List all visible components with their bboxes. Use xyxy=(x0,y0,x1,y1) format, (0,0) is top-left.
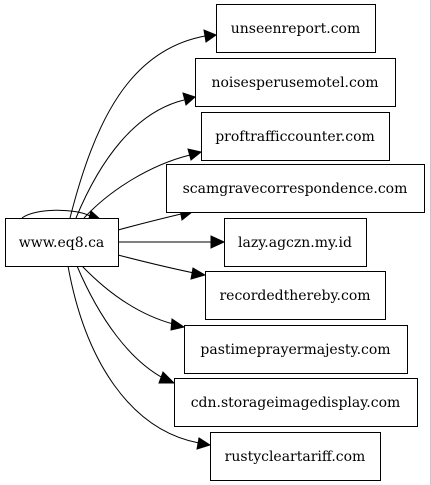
node-box xyxy=(195,58,396,107)
edge-src-to-t3 xyxy=(83,148,203,219)
edge-src-to-t7 xyxy=(81,265,186,331)
node-label: recordedthereby.com xyxy=(219,288,370,304)
node-box xyxy=(184,325,408,374)
arrowhead-icon xyxy=(210,235,226,249)
edge-line xyxy=(21,209,91,219)
edge-src-to-t8 xyxy=(76,265,176,384)
node-label: scamgravecorrespondence.com xyxy=(183,181,408,197)
arrowhead-icon xyxy=(203,29,218,43)
target-node: lazy.agczn.my.id xyxy=(224,218,367,267)
source-node: www.eq8.ca xyxy=(5,218,119,267)
edge-line xyxy=(75,99,185,219)
node-box xyxy=(216,4,376,53)
node-box xyxy=(201,112,390,161)
node-box xyxy=(224,218,367,267)
arrowhead-icon xyxy=(170,318,186,331)
edge-src-to-t1 xyxy=(69,29,218,219)
target-node: unseenreport.com xyxy=(216,4,376,53)
edge-src-to-t2 xyxy=(75,92,196,219)
edge-src-to-t5 xyxy=(118,235,226,249)
edge-line xyxy=(83,154,191,219)
node-label: lazy.agczn.my.id xyxy=(238,235,352,251)
node-label: proftrafficcounter.com xyxy=(215,129,375,145)
node-label: rustycleartariff.com xyxy=(225,449,366,465)
edge-line xyxy=(117,254,195,274)
node-box xyxy=(210,432,381,481)
edge-src-to-t6 xyxy=(117,254,207,280)
edge-line xyxy=(69,35,206,219)
edge-line xyxy=(117,213,182,231)
node-box xyxy=(166,164,425,213)
target-node: pastimeprayermajesty.com xyxy=(184,325,408,374)
node-box xyxy=(205,271,386,320)
arrowhead-icon xyxy=(187,148,203,161)
target-node: proftrafficcounter.com xyxy=(201,112,390,161)
target-node: recordedthereby.com xyxy=(205,271,386,320)
target-node: scamgravecorrespondence.com xyxy=(166,164,425,213)
node-label: noisesperusemotel.com xyxy=(211,75,378,91)
node-label: www.eq8.ca xyxy=(19,235,105,251)
edge-line xyxy=(67,265,200,444)
node-box xyxy=(5,218,119,267)
arrowhead-icon xyxy=(182,92,196,106)
edge-line xyxy=(76,265,164,379)
nodes-layer: www.eq8.ca unseenreport.com noisesperusemo… xyxy=(5,4,425,481)
target-node: rustycleartariff.com xyxy=(210,432,381,481)
arrowhead-icon xyxy=(158,371,176,384)
target-node: noisesperusemotel.com xyxy=(195,58,396,107)
arrowhead-icon xyxy=(190,267,207,280)
target-node: cdn.storageimagedisplay.com xyxy=(174,378,418,427)
arrowhead-icon xyxy=(196,437,212,450)
node-label: pastimeprayermajesty.com xyxy=(200,342,390,358)
node-label: cdn.storageimagedisplay.com xyxy=(191,395,401,411)
edge-line xyxy=(81,265,174,325)
node-label: unseenreport.com xyxy=(231,21,361,37)
edge-src-to-t9 xyxy=(67,265,212,450)
node-box xyxy=(174,378,418,427)
